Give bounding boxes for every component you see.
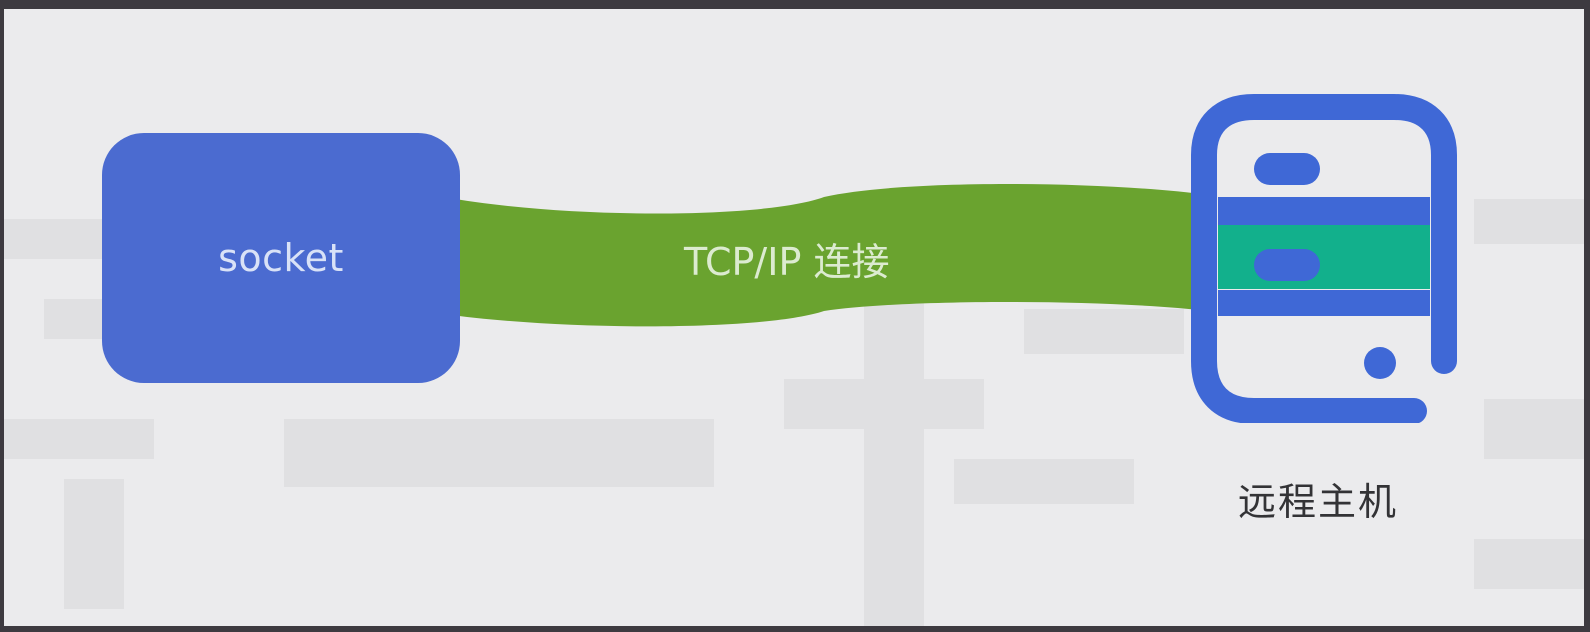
socket-connection-diagram: socket TCP/IP 连接 远程主机 xyxy=(4,9,1584,626)
connection-label: TCP/IP 连接 xyxy=(684,240,890,284)
remote-host-label: 远程主机 xyxy=(1238,480,1399,524)
socket-label: socket xyxy=(218,236,344,280)
server-icon xyxy=(1191,94,1457,423)
socket-node: socket xyxy=(102,133,460,383)
diagram-canvas: socket TCP/IP 连接 远程主机 xyxy=(4,9,1584,626)
tcp-ip-pipe xyxy=(444,184,1209,327)
connection-band xyxy=(444,184,1209,327)
